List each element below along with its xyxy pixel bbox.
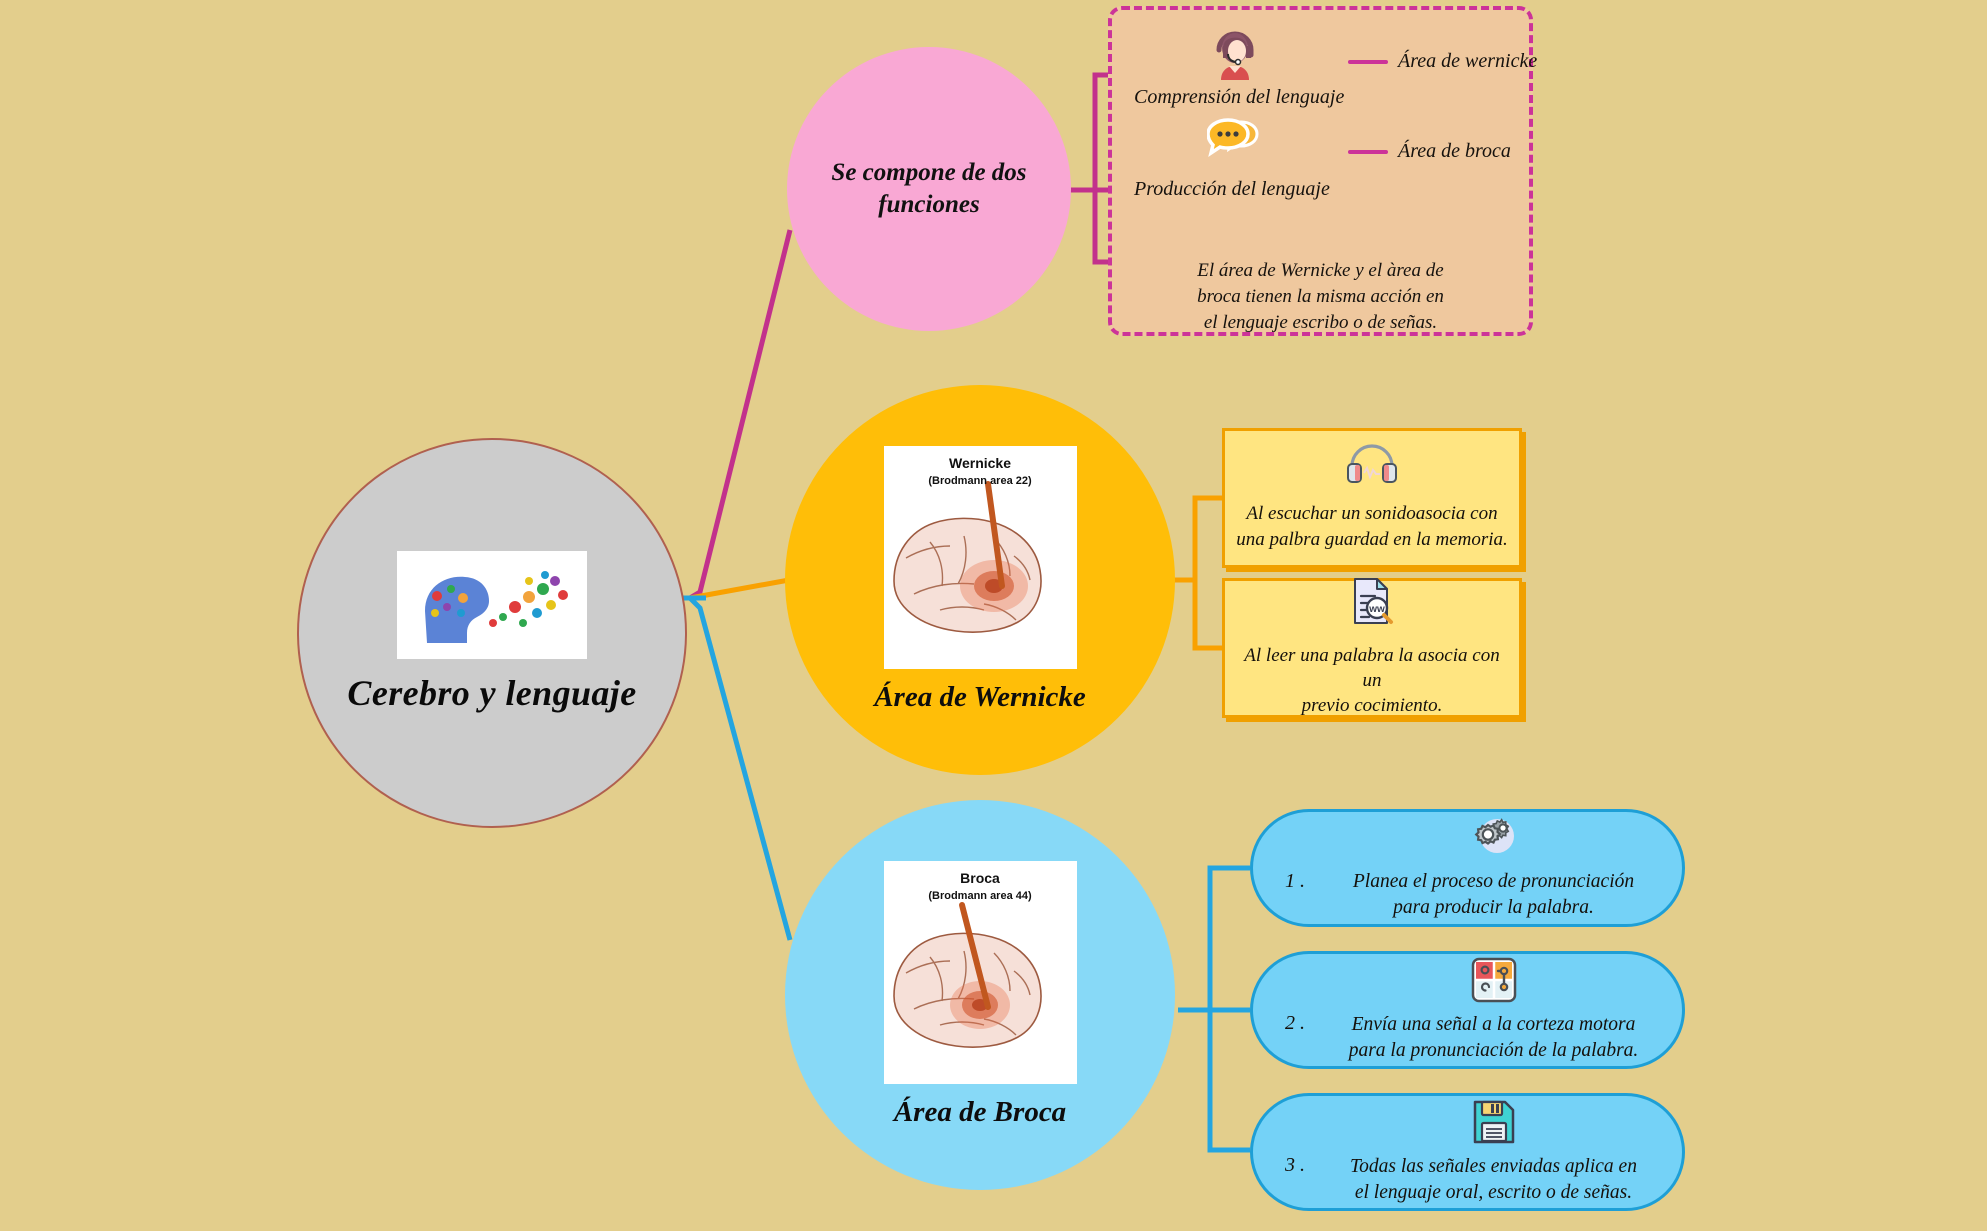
connector-wernicke-to-box-2 [1192, 580, 1222, 651]
branch-node-wernicke[interactable]: Wernicke (Brodmann area 22) Área de Wern… [785, 385, 1175, 775]
gears-icon [1469, 816, 1519, 865]
floppy-disk-save-icon [1472, 1099, 1516, 1150]
connector-broca-to-box-1 [1178, 865, 1250, 1013]
branch-node-wernicke-label: Área de Wernicke [874, 681, 1086, 713]
svg-text:ww: ww [1368, 604, 1385, 615]
broca-brain-title: Broca [960, 870, 1000, 886]
broca-step-box-3-number: 3 . [1285, 1153, 1305, 1176]
connector-central-to-pink [688, 229, 793, 601]
wernicke-brain-subtitle: (Brodmann area 22) [928, 475, 1032, 487]
central-node[interactable]: Cerebro y lenguaje [297, 438, 687, 828]
broca-step-box-2-number: 2 . [1285, 1011, 1305, 1034]
puzzle-icon [1471, 957, 1517, 1008]
branch-node-broca-label: Área de Broca [893, 1096, 1067, 1128]
connector-central-to-wernicke [689, 575, 801, 601]
wernicke-brain-image: Wernicke (Brodmann area 22) [883, 446, 1077, 669]
branch-node-funciones[interactable]: Se compone de dos funciones [787, 47, 1071, 331]
broca-brain-subtitle: (Brodmann area 44) [928, 890, 1032, 902]
broca-step-box-2[interactable]: 2 . Envía una señal a la [1250, 951, 1685, 1069]
branch-node-funciones-label: Se compone de dos funciones [831, 158, 1027, 219]
broca-step-box-3[interactable]: 3 . Todas las señales enviadas aplica en… [1250, 1093, 1685, 1211]
branch-node-broca[interactable]: Broca (Brodmann area 44) Área de Broca [785, 800, 1175, 1190]
panel-legend-2-label: Área de broca [1398, 140, 1511, 162]
central-node-label: Cerebro y lenguaje [347, 673, 637, 714]
panel-legend-1: Área de wernicke [1348, 50, 1537, 73]
panel-caption-1: Comprensión del lenguaje [1134, 86, 1345, 108]
panel-legend-2: Área de broca [1348, 140, 1511, 163]
headset-support-person-icon [1207, 24, 1263, 85]
connector-broca-to-box-3 [1207, 1010, 1250, 1153]
speech-bubbles-icon [1206, 116, 1267, 169]
panel-caption-2: Producción del lenguaje [1134, 178, 1330, 200]
headphones-icon [1346, 442, 1398, 489]
dashed-panel: Comprensión del lenguaje Área de wernick… [1108, 6, 1537, 336]
legend-dash-icon [1348, 149, 1388, 154]
broca-step-box-1-number: 1 . [1285, 869, 1305, 892]
panel-legend-1-label: Área de wernicke [1398, 50, 1538, 72]
connector-wernicke-to-box-1 [1172, 495, 1222, 583]
brain-letters-icon [397, 551, 587, 660]
broca-brain-image: Broca (Brodmann area 44) [883, 861, 1077, 1084]
wernicke-brain-title: Wernicke [949, 455, 1011, 471]
legend-dash-icon [1348, 59, 1388, 64]
connector-central-to-broca [688, 596, 793, 941]
document-search-icon: ww [1349, 576, 1395, 631]
